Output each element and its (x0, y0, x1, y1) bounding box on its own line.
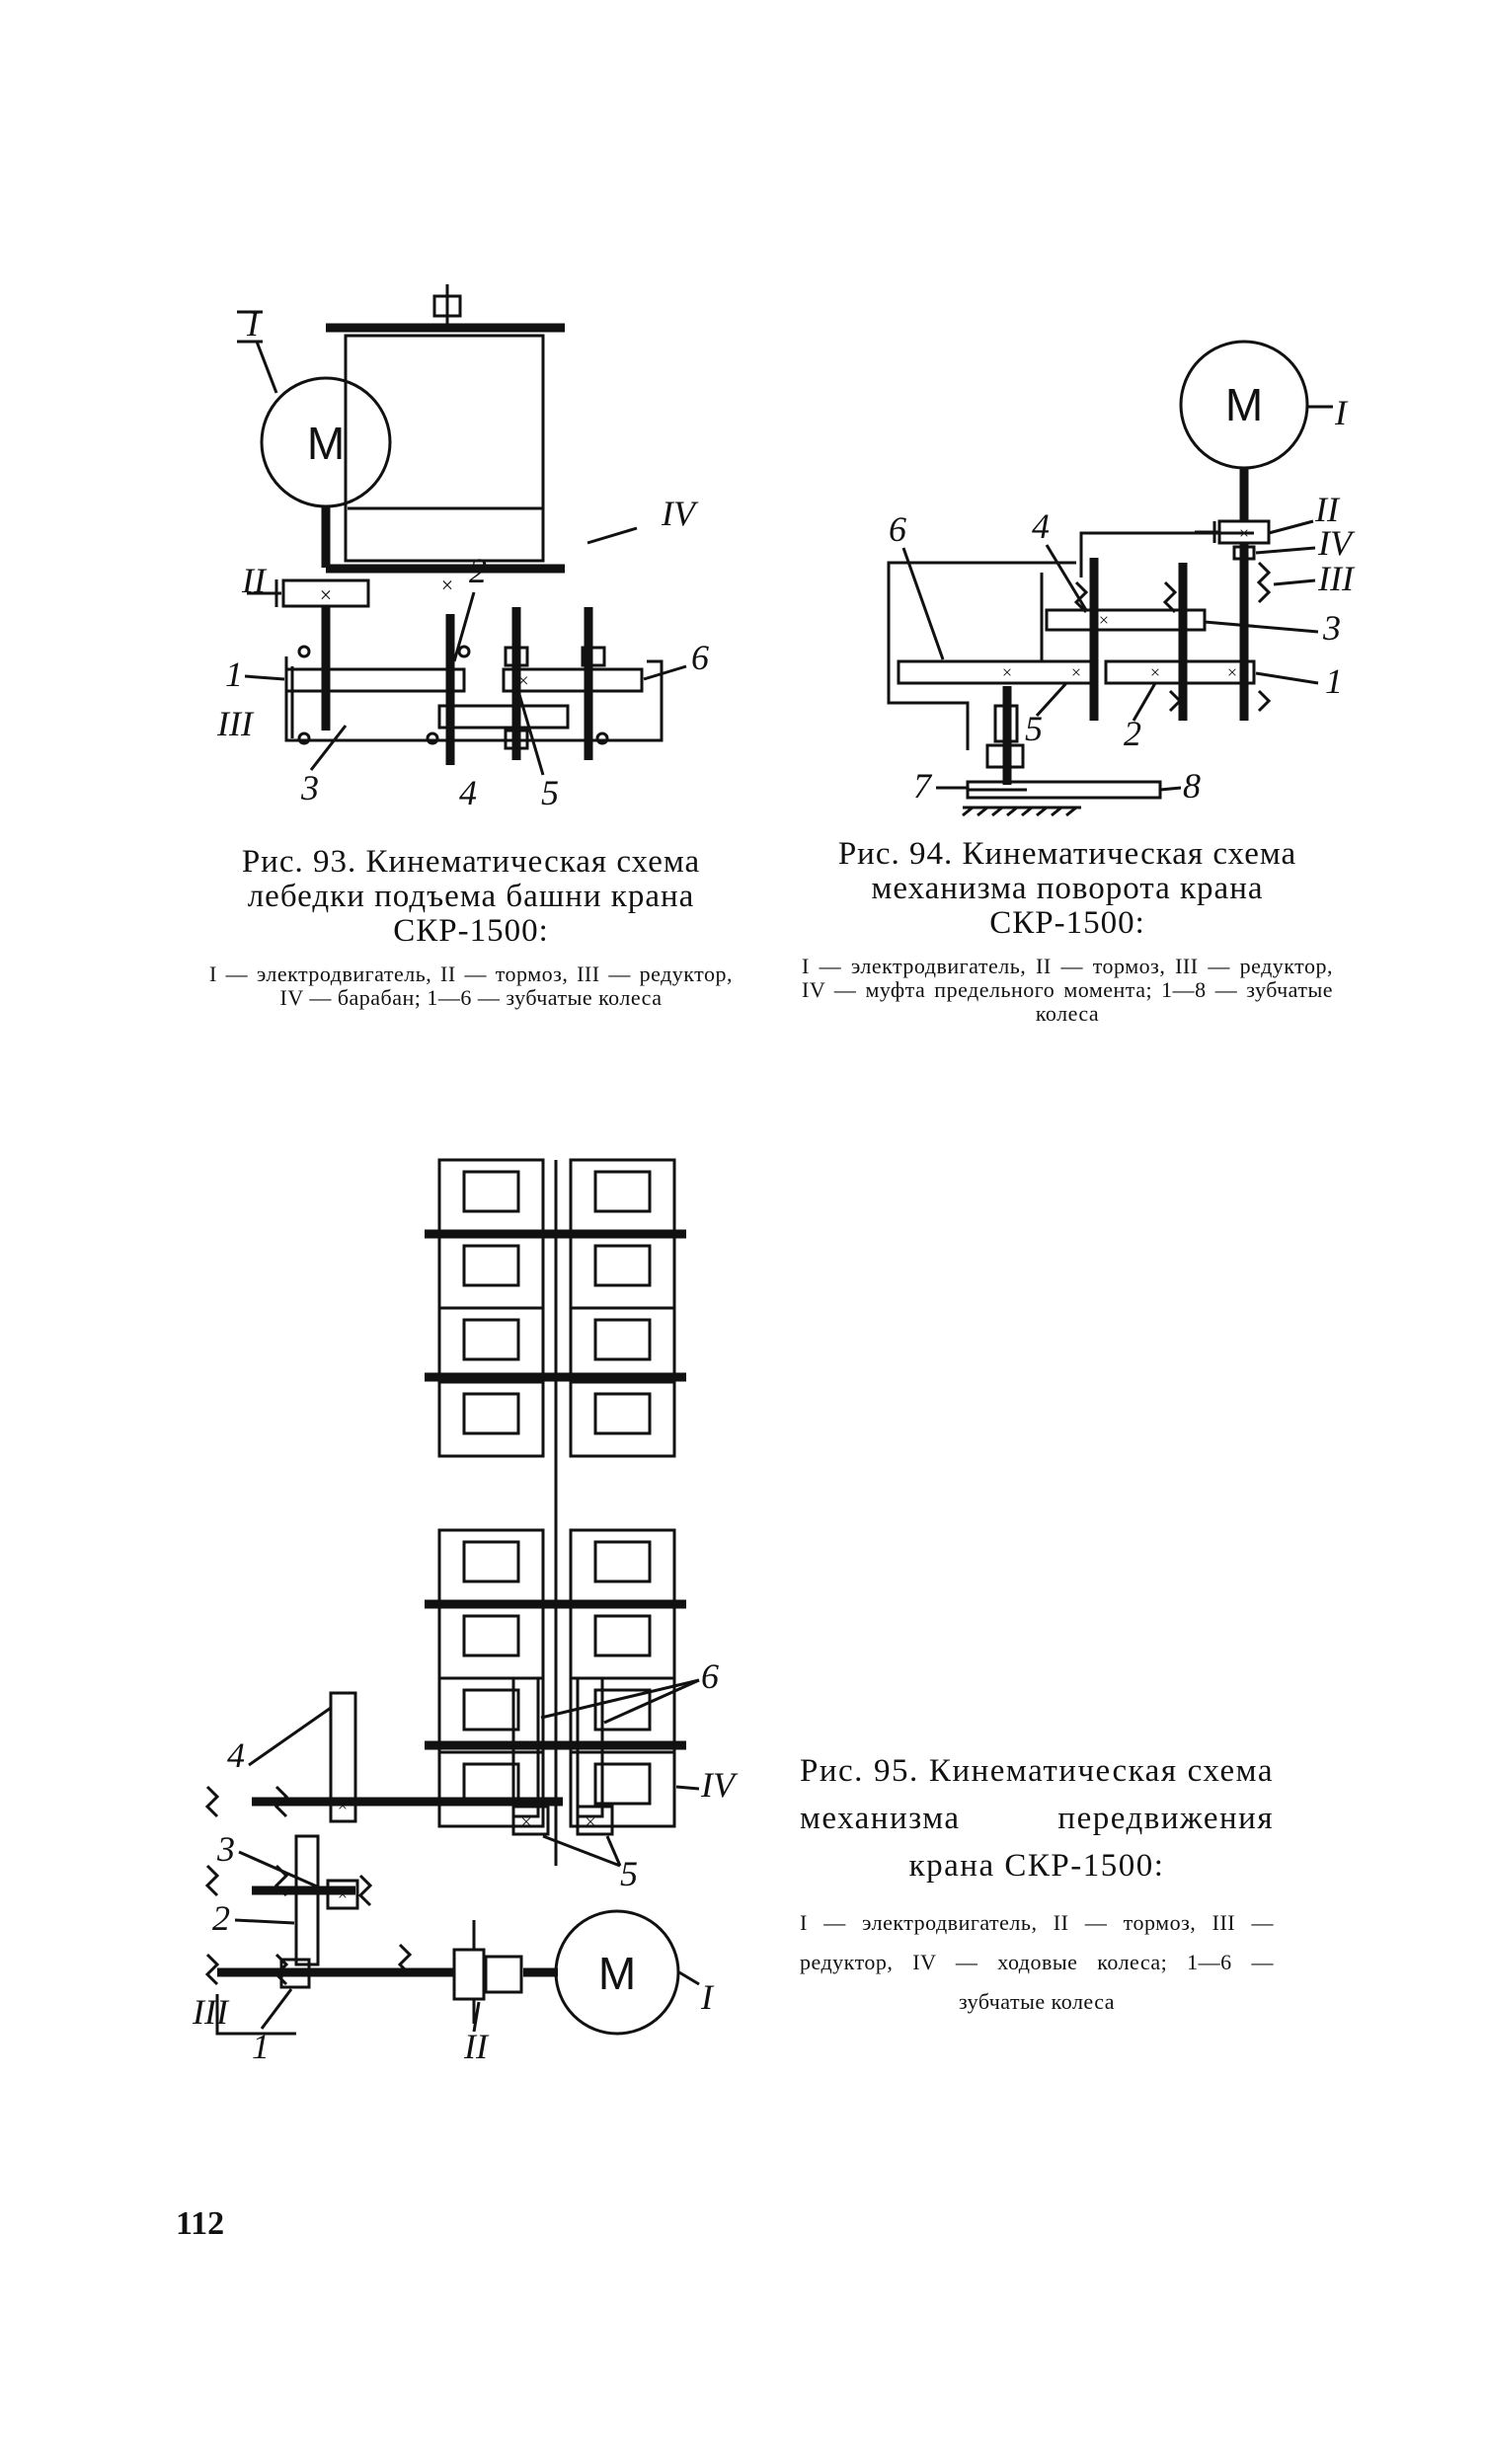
svg-text:6: 6 (889, 509, 906, 549)
fig95-gear-2 (294, 1834, 320, 1966)
svg-text:III: III (1317, 559, 1356, 598)
svg-text:I: I (700, 1977, 715, 2017)
svg-text:II: II (241, 561, 268, 600)
svg-text:×: × (520, 1811, 531, 1833)
svg-text:6: 6 (691, 638, 709, 677)
wheel-cell (462, 1540, 520, 1583)
svg-text:8: 8 (1183, 766, 1201, 806)
svg-text:×: × (444, 706, 455, 728)
svg-text:M: M (598, 1948, 636, 1999)
fig95-caption-legend: I — электродвигатель, II — тормоз, III —… (800, 1910, 1274, 2014)
svg-text:×: × (338, 1796, 348, 1815)
fig93-caption-legend: I — электродвигатель, II — тормоз, III —… (209, 962, 733, 1010)
svg-text:M: M (1225, 379, 1263, 430)
svg-text:×: × (517, 670, 528, 692)
fig95-gear-6-left (511, 1676, 540, 1818)
svg-text:2: 2 (1124, 714, 1141, 753)
svg-text:1: 1 (225, 654, 243, 694)
wheel-cell (593, 1614, 652, 1657)
svg-text:2: 2 (212, 1898, 230, 1938)
wheel-cell (462, 1392, 520, 1435)
svg-text:I: I (246, 304, 261, 344)
svg-text:×: × (290, 1964, 300, 1983)
svg-text:1: 1 (252, 2027, 270, 2066)
svg-text:M: M (307, 418, 345, 469)
fig95-wheels-right (569, 1158, 676, 1828)
fig94-gear-4-3 (1045, 608, 1207, 632)
svg-text:II: II (463, 2027, 490, 2066)
svg-text:×: × (320, 670, 331, 692)
svg-text:×: × (1002, 662, 1012, 682)
fig95-gear-4 (329, 1691, 357, 1823)
fig93-drum (344, 334, 545, 563)
svg-text:3: 3 (1322, 608, 1341, 648)
svg-text:3: 3 (216, 1829, 235, 1869)
fig94-caption-legend: I — электродвигатель, II — тормоз, III —… (802, 954, 1333, 1026)
fig94-gear-6-5 (897, 659, 1098, 685)
fig95-diagram: × × × × × × M 4 3 2 III 1 II I 6 IV 5 (192, 1158, 739, 2066)
wheel-cell (462, 1614, 520, 1657)
svg-text:×: × (441, 573, 453, 597)
wheel-cell (462, 1688, 520, 1732)
svg-text:×: × (1227, 662, 1237, 682)
wheel-cell (462, 1244, 520, 1287)
svg-text:2: 2 (469, 551, 487, 590)
fig93-gear-3-4 (437, 704, 570, 730)
svg-text:5: 5 (541, 773, 559, 812)
svg-text:×: × (1150, 662, 1160, 682)
svg-text:×: × (1099, 610, 1109, 630)
wheel-cell (593, 1170, 652, 1213)
wheel-cell (462, 1318, 520, 1361)
svg-text:II: II (1314, 490, 1341, 529)
svg-text:III: III (192, 1992, 230, 2032)
svg-text:IV: IV (661, 494, 699, 533)
wheel-cell (593, 1540, 652, 1583)
fig95-caption-title: Рис. 95. Кинематическая схема механизма … (800, 1753, 1274, 1884)
fig95-gear-6-right (576, 1676, 604, 1818)
wheel-cell (462, 1170, 520, 1213)
wheel-cell (593, 1392, 652, 1435)
svg-text:3: 3 (300, 768, 319, 808)
fig94-caption: Рис. 94. Кинематическая схема механизма … (802, 837, 1333, 1026)
svg-text:6: 6 (701, 1656, 719, 1696)
fig95-wheels-left (437, 1158, 545, 1828)
fig94-caption-title: Рис. 94. Кинематическая схема механизма … (837, 836, 1297, 941)
svg-text:×: × (320, 582, 332, 607)
svg-text:4: 4 (459, 773, 477, 812)
fig93-gear-6 (502, 667, 644, 693)
svg-text:×: × (302, 1883, 311, 1899)
svg-text:×: × (1071, 662, 1081, 682)
svg-text:×: × (583, 670, 593, 692)
svg-text:×: × (444, 670, 455, 692)
fig93-caption-title: Рис. 93. Кинематическая схема лебедки по… (241, 844, 701, 949)
svg-text:III: III (216, 704, 255, 743)
svg-text:5: 5 (1025, 709, 1043, 748)
svg-text:×: × (510, 706, 521, 728)
svg-text:×: × (338, 1885, 348, 1904)
svg-text:1: 1 (1325, 661, 1343, 701)
wheel-cell (593, 1688, 652, 1732)
svg-text:4: 4 (1032, 506, 1050, 546)
svg-text:4: 4 (227, 1735, 245, 1775)
svg-text:IV: IV (1317, 523, 1356, 563)
fig93-caption: Рис. 93. Кинематическая схема лебедки по… (209, 845, 733, 1010)
page-number: 112 (176, 2205, 225, 2242)
svg-text:I: I (1334, 393, 1349, 432)
wheel-cell (593, 1244, 652, 1287)
fig93-diagram: × M × × × × × × × I II IV III 1 2 6 3 4 … (216, 284, 709, 812)
fig94-diagram: M × × × × × × × I II IV III 4 6 3 1 5 2 (887, 340, 1356, 817)
svg-text:5: 5 (620, 1854, 638, 1893)
fig93-gear-1-2 (284, 667, 466, 693)
fig95-caption: Рис. 95. Кинематическая схема механизма … (800, 1747, 1274, 2022)
svg-text:7: 7 (913, 766, 933, 806)
wheel-cell (593, 1762, 652, 1806)
fig95-motor (554, 1909, 680, 2036)
svg-text:IV: IV (700, 1765, 739, 1805)
svg-text:×: × (585, 1811, 595, 1833)
wheel-cell (593, 1318, 652, 1361)
